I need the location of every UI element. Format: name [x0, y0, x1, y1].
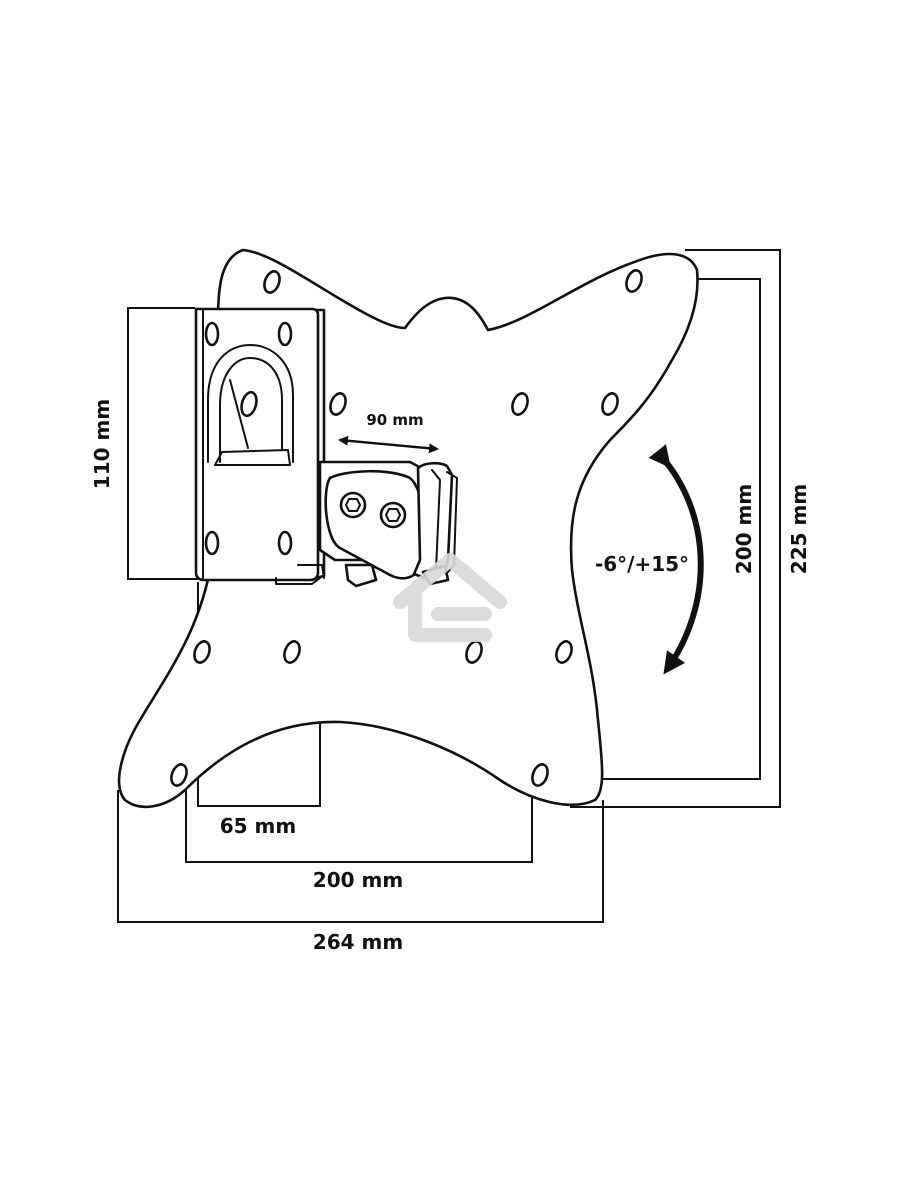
dim-line-hole-spacing-vertical	[548, 278, 761, 780]
dim-line-hole-spacing-horizontal	[185, 783, 533, 863]
arm-extension-arrow	[338, 435, 439, 454]
bracket-bottom-lip	[275, 577, 321, 585]
hole-upper-1	[329, 392, 347, 416]
bracket-inner-line	[229, 379, 249, 449]
dim-line-bracket-height	[127, 307, 200, 580]
dim-line-plate-height	[570, 249, 781, 808]
house-logo-icon	[393, 553, 507, 642]
hole-top-left	[263, 270, 281, 294]
dim-line-plate-width	[117, 790, 604, 923]
curved-double-arrow-icon	[648, 444, 704, 675]
bracket-hole-center	[240, 390, 258, 418]
bracket-foot	[297, 564, 325, 579]
hole-upper-2	[511, 392, 529, 416]
arm-bolt-1	[339, 491, 367, 519]
arm-bolt-2-hex	[385, 508, 401, 522]
bracket-arch-inner	[219, 357, 283, 463]
plate-holes	[170, 269, 643, 787]
label-plate-width: 264 mm	[313, 930, 403, 954]
label-bracket-height: 110 mm	[90, 399, 114, 489]
label-hole-spacing-vertical: 200 mm	[732, 484, 756, 574]
bracket-hole-br	[277, 530, 293, 556]
hole-bottom-right	[531, 763, 549, 787]
hole-top-right	[625, 269, 643, 293]
wall-bracket	[194, 307, 326, 585]
arm-bolt-2	[379, 501, 407, 529]
arm-bolt-1-hex	[345, 498, 361, 512]
bracket-hook	[214, 449, 291, 466]
label-hole-spacing-horizontal: 200 mm	[313, 868, 403, 892]
bracket-plate	[194, 307, 320, 582]
bracket-arch-slot	[207, 344, 294, 463]
arm-lower-tab	[344, 563, 378, 588]
label-arm-extension: 90 mm	[366, 411, 423, 429]
label-plate-height: 225 mm	[787, 484, 811, 574]
bracket-hole-tr	[277, 321, 293, 347]
hole-lower-4	[555, 640, 573, 664]
arm-clamp-edge	[431, 469, 441, 571]
bracket-hole-tl	[204, 321, 220, 347]
hole-bottom-left	[170, 763, 188, 787]
hole-lower-1	[193, 640, 211, 664]
dimension-labels: 90 mm 110 mm 65 mm 200 mm 264 mm 200 mm …	[90, 399, 811, 954]
bracket-hole-bl	[204, 530, 220, 556]
hole-lower-2	[283, 640, 301, 664]
label-bracket-width: 65 mm	[220, 814, 296, 838]
tilt-arm	[318, 460, 458, 588]
label-tilt-range: -6°/+15°	[595, 552, 689, 576]
hole-upper-3	[601, 392, 619, 416]
